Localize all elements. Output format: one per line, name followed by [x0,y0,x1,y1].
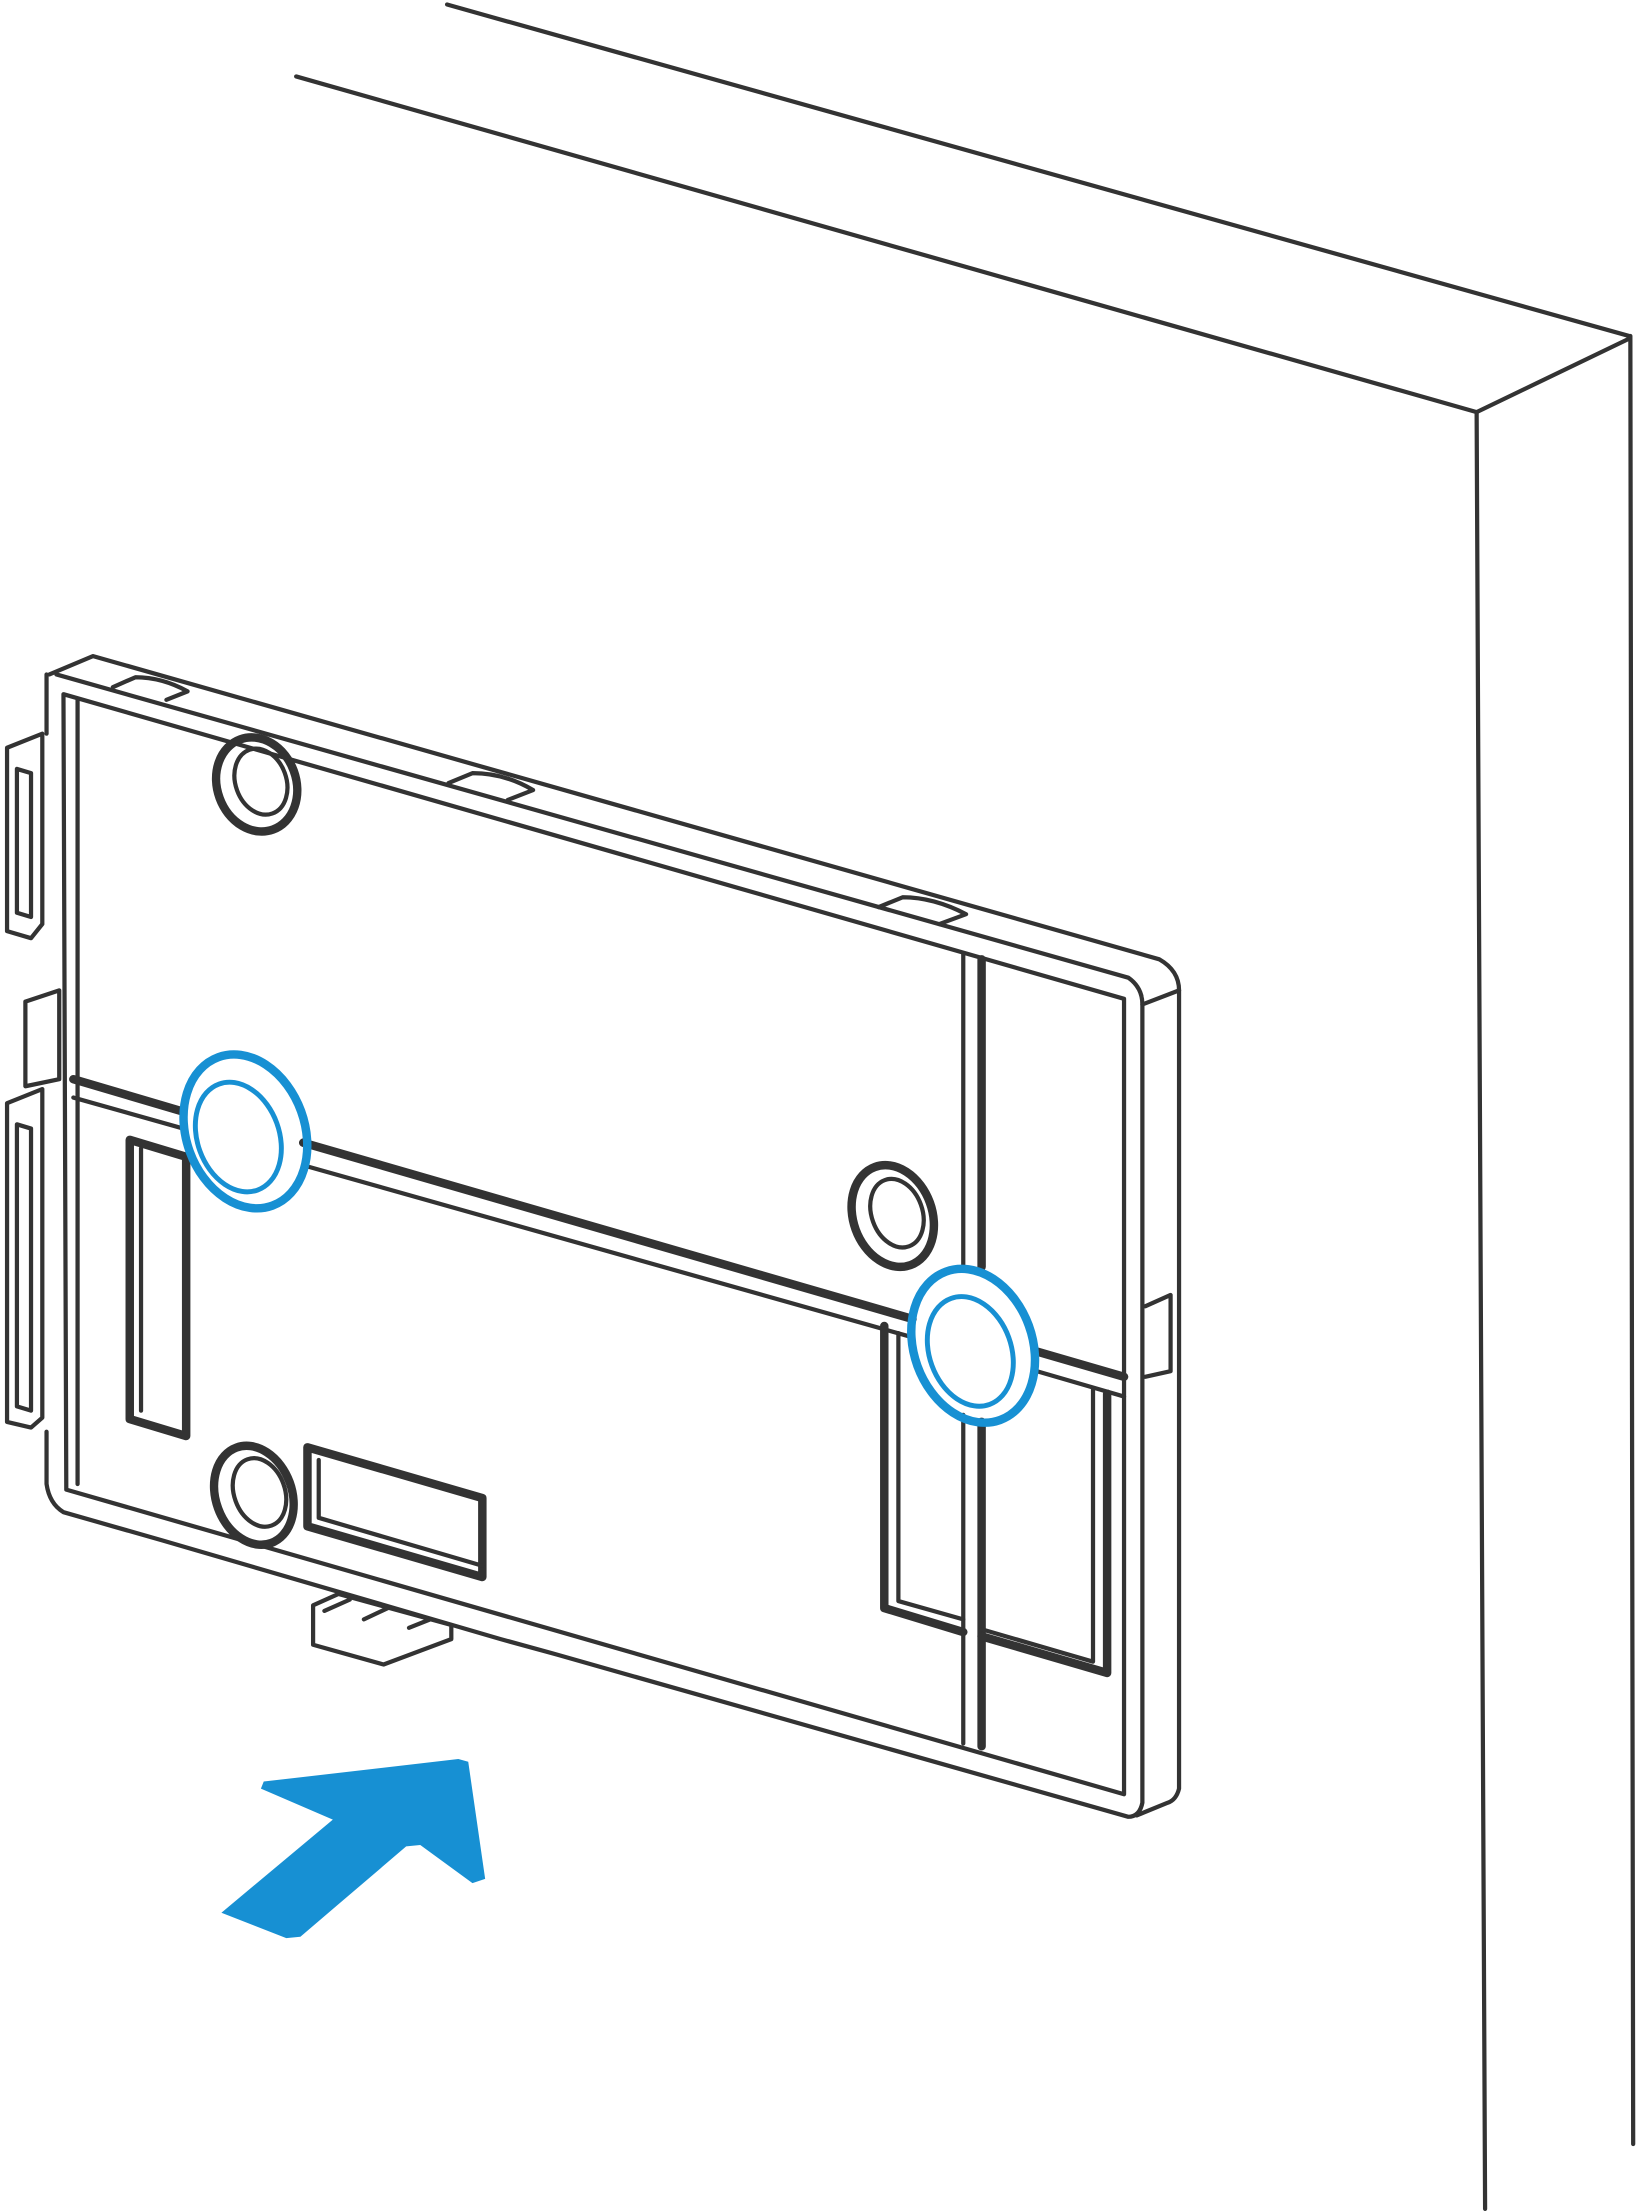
keyhole-highlights [179,1050,1040,1427]
push-direction-arrow-icon [221,1758,486,1939]
wall [294,2,1636,2212]
mounting-plate [4,653,1182,1819]
screw-holes [209,733,939,1549]
